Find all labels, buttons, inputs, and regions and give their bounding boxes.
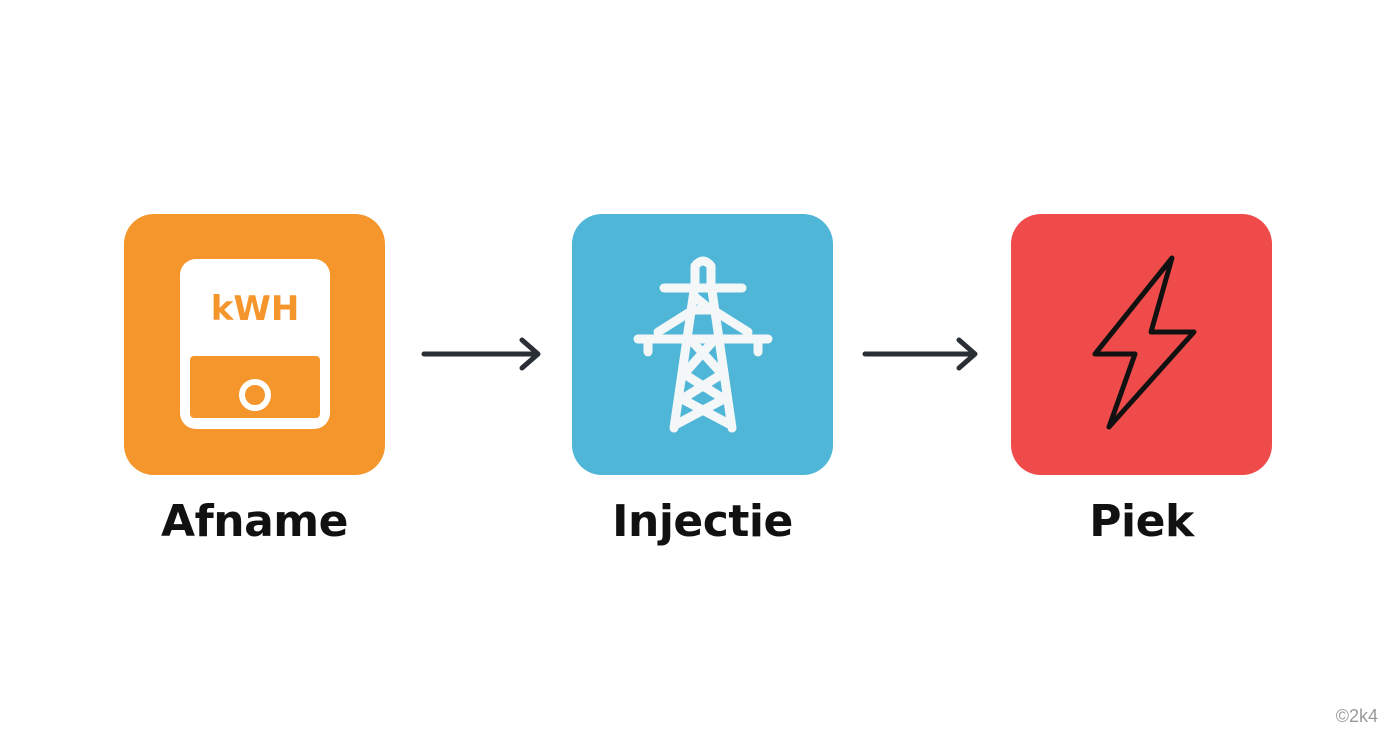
injectie-tile (572, 214, 833, 475)
lightning-bolt-icon (1092, 255, 1197, 430)
injectie-label: Injectie (612, 496, 793, 547)
power-pylon-icon (633, 256, 773, 433)
arrow-right-icon (421, 337, 541, 371)
arrow-right-icon (862, 337, 978, 371)
piek-label: Piek (1089, 496, 1194, 547)
electric-meter-icon: kWH (180, 259, 330, 429)
piek-tile (1011, 214, 1272, 475)
watermark: ©2k4 (1335, 706, 1378, 726)
afname-label: Afname (161, 496, 348, 547)
afname-tile: kWH (124, 214, 385, 475)
meter-unit-text: kWH (211, 289, 300, 329)
